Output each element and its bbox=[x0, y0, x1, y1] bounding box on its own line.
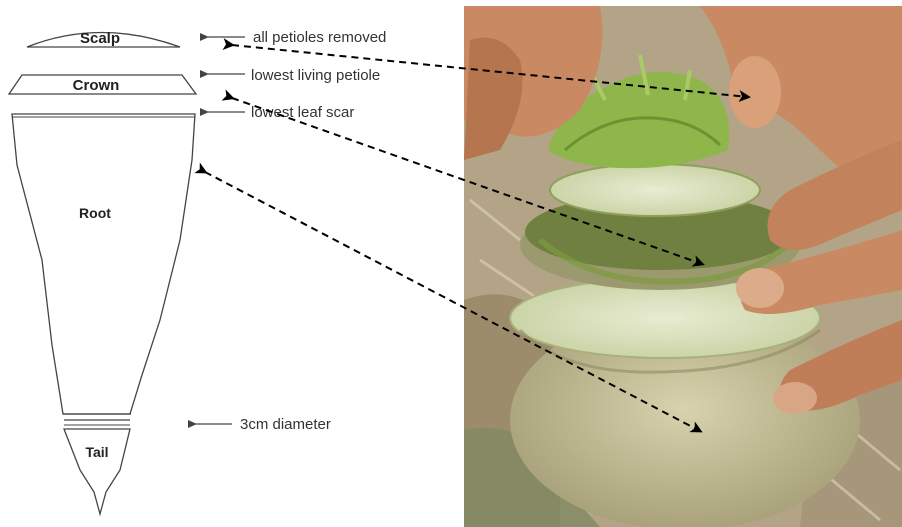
beet-photo bbox=[464, 6, 902, 527]
root-label: Root bbox=[79, 205, 111, 221]
crown-note: lowest living petiole bbox=[251, 67, 380, 84]
crown-label: Crown bbox=[73, 77, 120, 94]
crown-shape: Crown bbox=[9, 75, 196, 94]
tail-label: Tail bbox=[85, 444, 108, 460]
root-shape: Root bbox=[12, 114, 195, 414]
scalp-label: Scalp bbox=[80, 30, 120, 47]
schematic-diagram: Scalp Crown Root Tail all petioles remov… bbox=[9, 29, 386, 514]
scalp-note: all petioles removed bbox=[253, 29, 386, 46]
tail-shape: Tail bbox=[63, 414, 131, 514]
tail-note: 3cm diameter bbox=[240, 416, 331, 433]
root-note: lowest leaf scar bbox=[251, 104, 354, 121]
scalp-shape: Scalp bbox=[27, 30, 180, 47]
